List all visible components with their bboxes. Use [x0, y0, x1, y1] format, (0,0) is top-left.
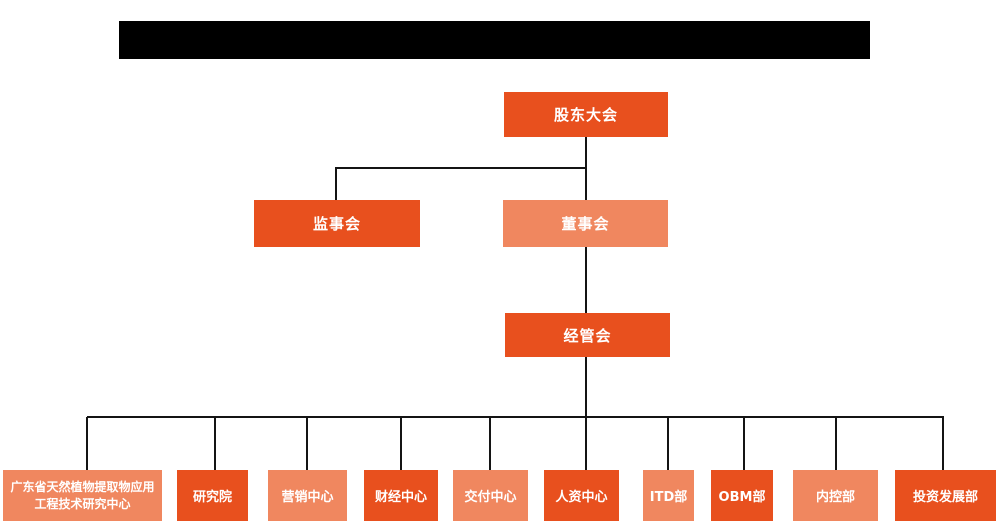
connector-drop-itd	[667, 417, 669, 470]
node-dept-internal-control: 内控部	[793, 470, 878, 521]
connector-drop-investment	[942, 417, 944, 470]
node-dept-hr-center: 人资中心	[544, 470, 619, 521]
connector-shareholders-down	[585, 137, 587, 169]
connector-upper-horizontal	[335, 167, 587, 169]
connector-bus-horizontal	[87, 416, 944, 418]
node-dept-itd: ITD部	[643, 470, 694, 521]
redacted-title-bar	[119, 21, 870, 59]
node-management-committee: 经管会	[505, 313, 670, 357]
connector-to-supervisors	[335, 167, 337, 200]
connector-drop-finance	[400, 417, 402, 470]
node-supervisory-board: 监事会	[254, 200, 420, 247]
connector-directors-management	[585, 247, 587, 313]
node-dept-research-institute: 研究院	[177, 470, 248, 521]
node-shareholders-meeting: 股东大会	[504, 92, 668, 137]
connector-drop-research-institute	[214, 417, 216, 470]
node-dept-marketing-center: 营销中心	[268, 470, 347, 521]
node-dept-investment-development: 投资发展部	[895, 470, 996, 521]
connector-drop-marketing	[306, 417, 308, 470]
connector-to-directors	[585, 167, 587, 200]
connector-management-bus	[585, 357, 587, 418]
node-dept-delivery-center: 交付中心	[453, 470, 528, 521]
connector-drop-delivery	[489, 417, 491, 470]
connector-drop-research-center	[86, 417, 88, 470]
connector-drop-internal-control	[835, 417, 837, 470]
node-dept-finance-center: 财经中心	[364, 470, 438, 521]
node-board-of-directors: 董事会	[503, 200, 668, 247]
connector-drop-obm	[743, 417, 745, 470]
node-dept-research-center: 广东省天然植物提取物应用工程技术研究中心	[3, 470, 162, 521]
connector-drop-hr	[585, 417, 587, 470]
node-dept-obm: OBM部	[711, 470, 773, 521]
